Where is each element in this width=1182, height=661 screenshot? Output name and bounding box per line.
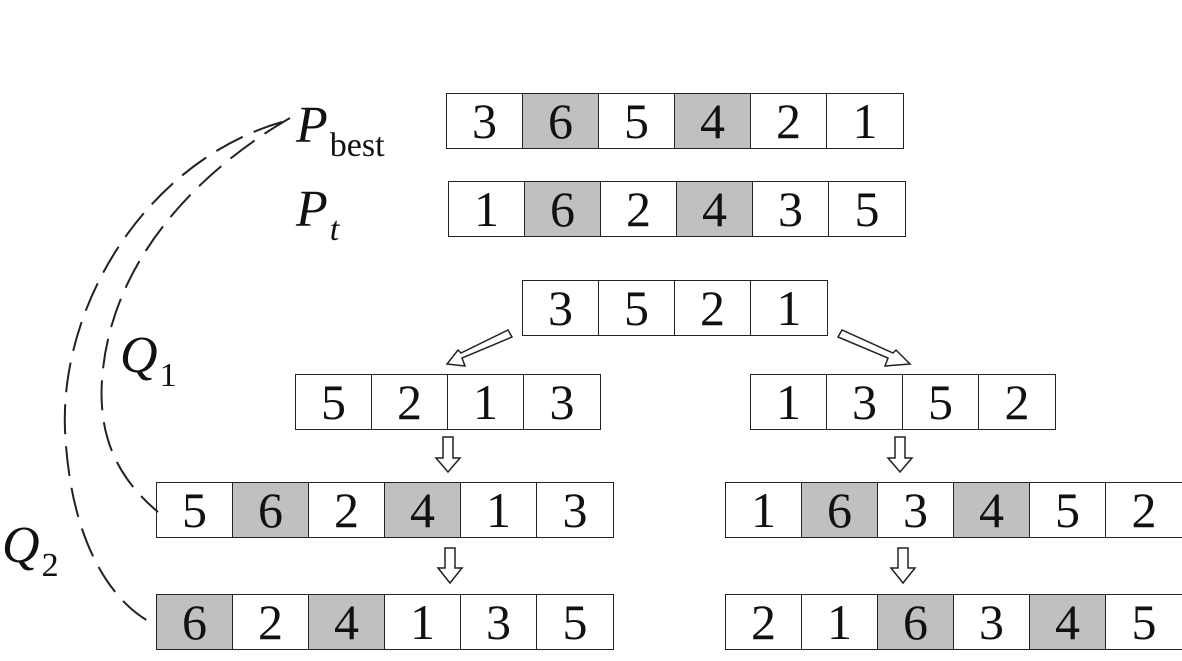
cell-value: 3 <box>461 595 537 649</box>
cell-value: 1 <box>448 375 524 429</box>
cell-value: 5 <box>157 483 233 537</box>
cell-value: 2 <box>233 595 309 649</box>
cell-value: 4 <box>385 483 461 537</box>
hollow-arrow-down-right-icon <box>836 329 912 367</box>
cell-value: 2 <box>675 281 751 335</box>
hollow-arrow-down-icon <box>886 436 914 474</box>
cell-value: 3 <box>523 281 599 335</box>
cell-value: 1 <box>726 483 802 537</box>
hollow-arrow-down-icon <box>434 436 462 474</box>
cell-value: 5 <box>296 375 372 429</box>
cell-value: 5 <box>562 594 588 650</box>
hollow-arrow-down-icon <box>436 547 464 585</box>
cell-value: 2 <box>726 595 802 649</box>
cell-value: 3 <box>549 374 575 430</box>
cell-value: 4 <box>309 595 385 649</box>
cell-value: 2 <box>309 483 385 537</box>
cell-value: 1 <box>461 483 537 537</box>
cell-value: 4 <box>675 94 751 148</box>
cell-value: 2 <box>601 182 677 236</box>
label-q1-main: Q <box>120 327 158 384</box>
cell-value: 1 <box>776 280 802 336</box>
cell-value: 6 <box>233 483 309 537</box>
cell-value: 5 <box>1030 483 1106 537</box>
hollow-arrow-down-left-icon <box>445 329 514 367</box>
cell-value: 2 <box>751 94 827 148</box>
cell-value: 1 <box>852 93 878 149</box>
cell-value: 5 <box>903 375 979 429</box>
label-q1: Q1 <box>120 327 177 393</box>
cell-value: 6 <box>523 94 599 148</box>
cell-value: 3 <box>827 375 903 429</box>
label-pbest-main: P <box>296 97 328 154</box>
cell-value: 3 <box>753 182 829 236</box>
cell-value: 4 <box>1030 595 1106 649</box>
cell-value: 2 <box>1131 482 1157 538</box>
cell-value: 3 <box>447 94 523 148</box>
cell-value: 6 <box>525 182 601 236</box>
hollow-arrow-down-icon <box>889 547 917 585</box>
label-q1-sub: 1 <box>159 357 177 394</box>
label-pbest-sub: best <box>329 127 385 164</box>
cell-value: 3 <box>954 595 1030 649</box>
cell-value: 1 <box>751 375 827 429</box>
label-q2: Q2 <box>2 517 59 583</box>
cell-value: 5 <box>599 94 675 148</box>
cell-value: 1 <box>449 182 525 236</box>
label-q2-main: Q <box>2 517 40 574</box>
label-pt: Pt <box>296 181 339 247</box>
q2-dashed-arc <box>63 121 283 623</box>
label-q2-sub: 2 <box>41 547 59 584</box>
cell-value: 3 <box>878 483 954 537</box>
cell-value: 6 <box>802 483 878 537</box>
cell-value: 5 <box>599 281 675 335</box>
cell-value: 2 <box>372 375 448 429</box>
cell-value: 5 <box>854 181 880 237</box>
cell-value: 1 <box>802 595 878 649</box>
q1-dashed-arc <box>100 117 291 513</box>
cell-value: 2 <box>1004 374 1030 430</box>
cell-value: 3 <box>562 482 588 538</box>
cell-value: 6 <box>878 595 954 649</box>
cell-value: 4 <box>954 483 1030 537</box>
cell-value: 1 <box>385 595 461 649</box>
label-pt-main: P <box>296 181 328 238</box>
label-pt-sub: t <box>329 211 340 248</box>
cell-value: 4 <box>677 182 753 236</box>
cell-value: 6 <box>157 595 233 649</box>
cell-value: 5 <box>1131 594 1157 650</box>
label-pbest: Pbest <box>296 97 385 163</box>
